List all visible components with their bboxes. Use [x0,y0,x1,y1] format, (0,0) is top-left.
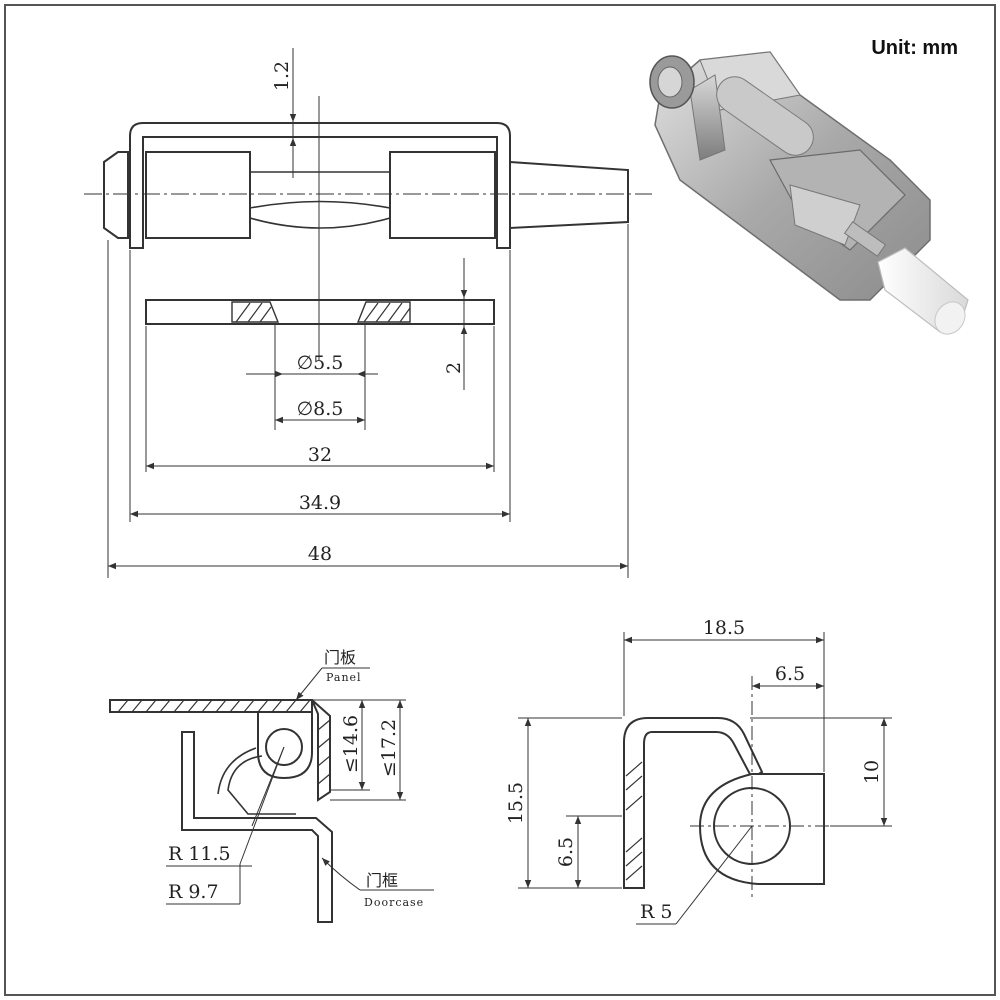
hinge-leaf-curve-outer [217,747,257,795]
hinge-photo [649,51,969,335]
label-doorcase-cn: 门框 [366,871,398,890]
label-panel-en: Panel [326,671,362,684]
panel-bracket [311,699,331,802]
dim-34-9: 34.9 [299,492,341,514]
pin-tip [509,160,629,230]
dim-r-9-7: R 9.7 [168,881,219,903]
dim-6-5-left: 6.5 [555,837,577,867]
image-frame [4,4,996,996]
dim-6-5-top: 6.5 [775,663,805,685]
top-view-drawing: 1.2 2 ∅5.5 ∅8.5 32 34.9 48 [84,48,652,578]
dim-15-5: 15.5 [505,782,527,824]
hinge-leaf-curve [227,755,296,815]
dim-r-11-5: R 11.5 [168,843,231,865]
dim-dia-8-5: ∅8.5 [297,398,344,420]
dim-le-17-2: ≤17.2 [378,719,400,777]
dim-dia-5-5: ∅5.5 [297,352,344,374]
hole-section [231,301,411,323]
base-plate [145,299,495,325]
bracket-outline [129,122,511,249]
dim-2: 2 [443,362,465,374]
side-view-drawing: R 11.5 R 9.7 ≤14.6 ≤17.2 门板 Panel 门框 Doo… [109,648,434,923]
door-frame [181,731,333,923]
dim-1-2: 1.2 [271,61,293,91]
dim-48: 48 [308,543,332,565]
spring-body [249,171,391,229]
end-view-drawing: 18.5 6.5 10 15.5 6.5 R 5 [505,617,892,925]
label-panel-cn: 门板 [324,648,356,667]
label-doorcase-en: Doorcase [364,896,424,909]
panel-plate [109,699,313,713]
dim-le-14-6: ≤14.6 [340,715,362,773]
dim-32: 32 [308,444,332,466]
knuckle-right [389,151,496,239]
dim-10: 10 [861,760,883,784]
knuckle-left [145,151,251,239]
pin-head [103,151,129,239]
dim-18-5: 18.5 [703,617,745,639]
unit-label: Unit: mm [871,37,958,59]
dim-r-5: R 5 [640,901,672,923]
